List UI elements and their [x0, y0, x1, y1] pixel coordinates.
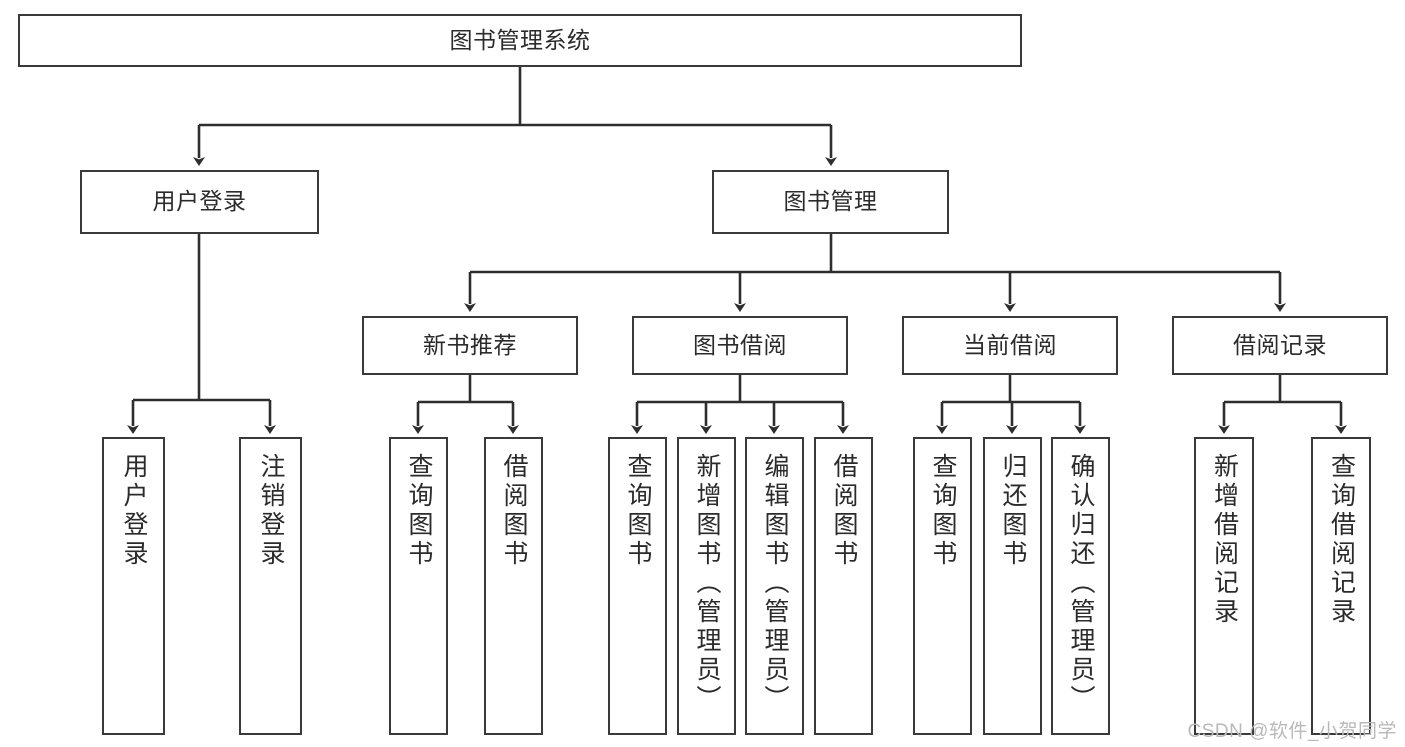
- node-label: 编辑图书（管理员）: [761, 453, 789, 714]
- node-book-borrow[interactable]: 图书借阅: [632, 316, 848, 375]
- node-label: 查询图书: [624, 453, 652, 569]
- node-label: 归还图书: [999, 453, 1027, 569]
- node-book-management[interactable]: 图书管理: [712, 170, 949, 234]
- node-label: 注销登录: [257, 453, 285, 569]
- node-label: 查询图书: [405, 453, 433, 569]
- leaf-edit-book-admin[interactable]: 编辑图书（管理员）: [745, 437, 804, 735]
- node-label: 新增借阅记录: [1210, 453, 1239, 627]
- node-user-login[interactable]: 用户登录: [80, 170, 319, 234]
- node-label: 新增图书（管理员）: [693, 453, 721, 714]
- node-label: 查询借阅记录: [1327, 453, 1356, 627]
- leaf-return-book[interactable]: 归还图书: [983, 437, 1042, 735]
- leaf-confirm-return-admin[interactable]: 确认归还（管理员）: [1051, 437, 1110, 735]
- node-label: 借阅记录: [1233, 331, 1327, 358]
- leaf-user-login[interactable]: 用户登录: [102, 437, 165, 735]
- node-label: 借阅图书: [500, 453, 528, 569]
- node-current-borrow[interactable]: 当前借阅: [902, 316, 1118, 375]
- leaf-borrow-book-new[interactable]: 借阅图书: [484, 437, 543, 735]
- leaf-logout-login[interactable]: 注销登录: [239, 437, 302, 735]
- node-label: 图书借阅: [693, 331, 787, 358]
- node-borrow-record[interactable]: 借阅记录: [1172, 316, 1388, 375]
- node-new-book-recommend[interactable]: 新书推荐: [362, 316, 578, 375]
- node-label: 确认归还（管理员）: [1067, 453, 1095, 714]
- node-label: 用户登录: [120, 453, 148, 569]
- node-label: 借阅图书: [830, 453, 858, 569]
- leaf-query-book-current[interactable]: 查询图书: [913, 437, 972, 735]
- node-label: 图书管理系统: [449, 26, 591, 53]
- node-root-system[interactable]: 图书管理系统: [18, 14, 1022, 67]
- leaf-query-book-new[interactable]: 查询图书: [389, 437, 448, 735]
- node-label: 当前借阅: [963, 331, 1057, 358]
- leaf-borrow-book[interactable]: 借阅图书: [814, 437, 873, 735]
- leaf-query-borrow-record[interactable]: 查询借阅记录: [1311, 437, 1371, 735]
- leaf-add-book-admin[interactable]: 新增图书（管理员）: [677, 437, 736, 735]
- node-label: 图书管理: [783, 188, 878, 215]
- node-label: 用户登录: [152, 188, 247, 215]
- csdn-watermark: CSDN @软件_小贺同学: [1187, 721, 1397, 742]
- node-label: 查询图书: [929, 453, 957, 569]
- leaf-query-book-borrow[interactable]: 查询图书: [608, 437, 667, 735]
- leaf-add-borrow-record[interactable]: 新增借阅记录: [1194, 437, 1254, 735]
- node-label: 新书推荐: [423, 331, 517, 358]
